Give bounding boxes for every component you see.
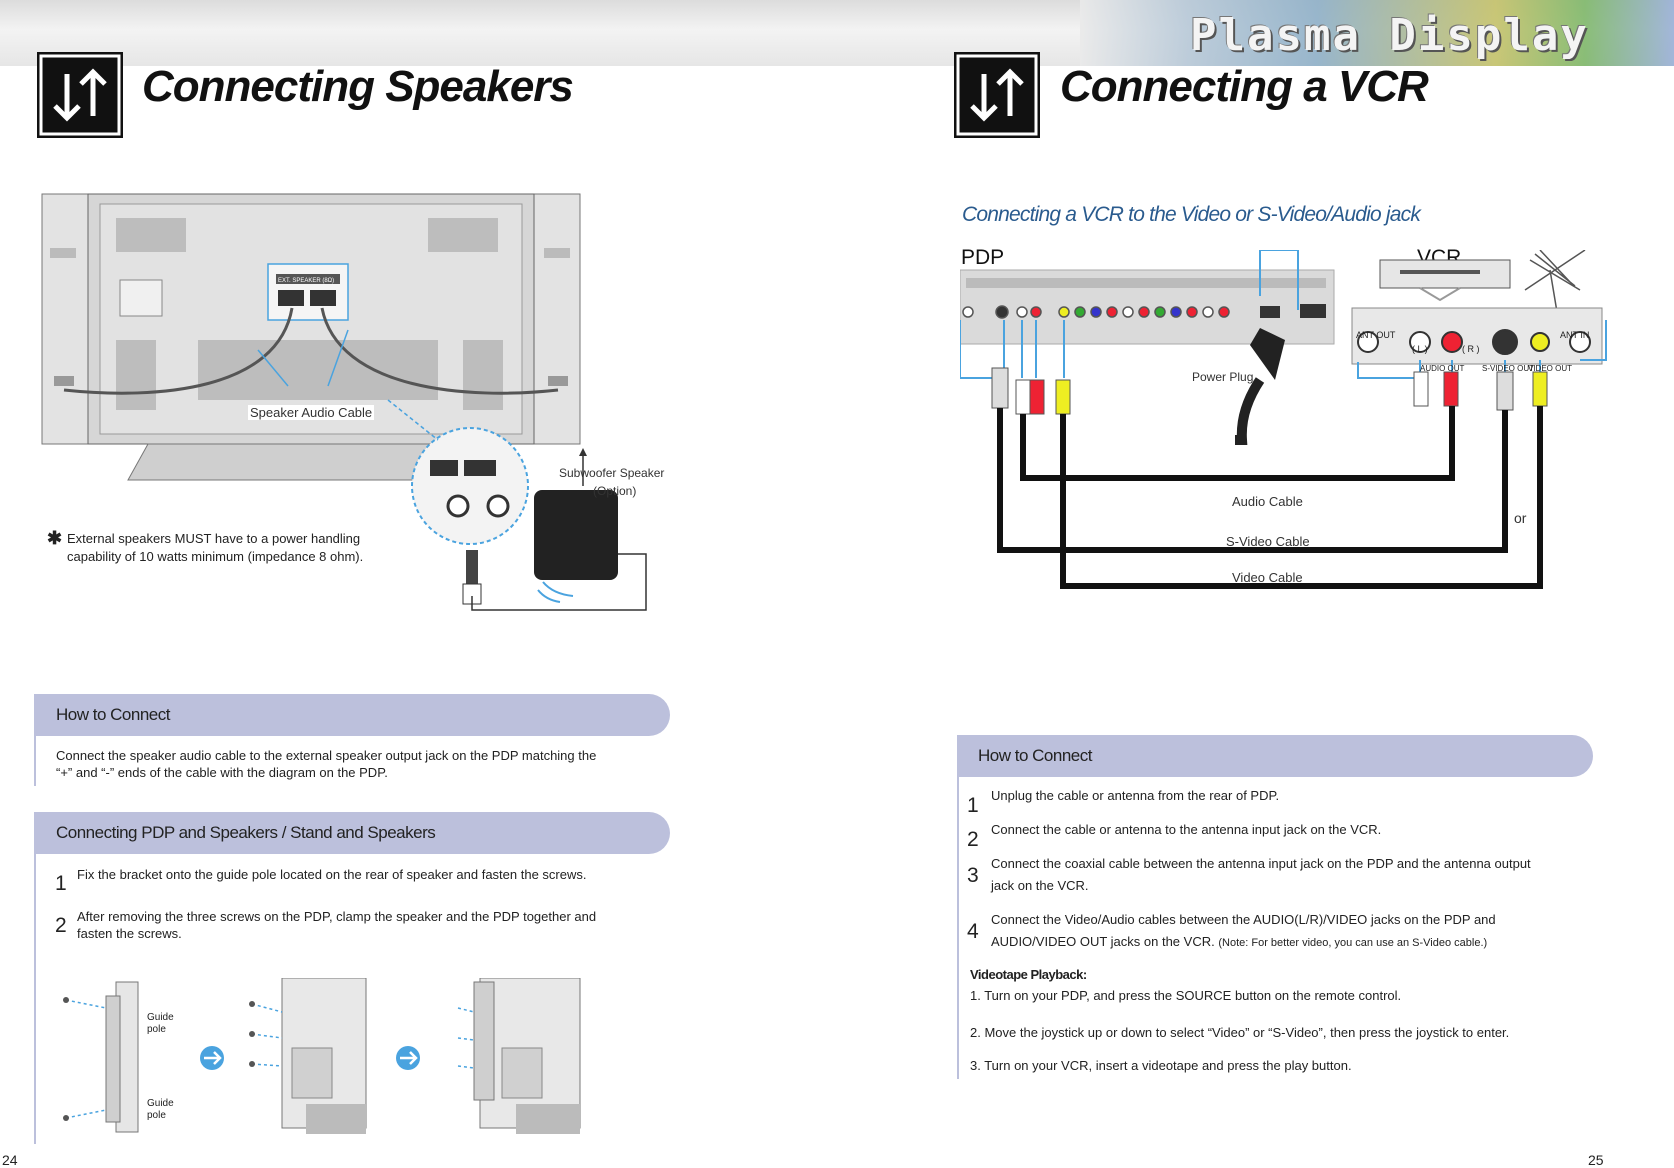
step-text: Connect the Video/Audio cables between t…: [991, 912, 1496, 927]
how-to-connect-header: [34, 694, 670, 736]
section-rule: [34, 854, 36, 1144]
or-label: or: [1512, 510, 1529, 526]
stand-section-title: Connecting PDP and Speakers / Stand and …: [56, 823, 436, 842]
step-text: Connect the coaxial cable between the an…: [991, 856, 1531, 871]
playback-step: 2. Move the joystick up or down to selec…: [970, 1025, 1510, 1040]
audio-cable-label: Audio Cable: [1232, 494, 1303, 509]
power-plug-label: Power Plug: [1192, 370, 1254, 384]
ant-in-label: ANT IN: [1560, 330, 1590, 340]
ant-out-label: ANT OUT: [1356, 330, 1396, 340]
stand-section-header: [34, 812, 670, 854]
audio-out-label: AUDIO OUT: [1420, 364, 1465, 373]
step-number: 1: [967, 794, 979, 817]
l-label: ( L ): [1412, 344, 1428, 354]
svideo-out-label: S-VIDEO OUT: [1482, 364, 1535, 373]
section-rule: [957, 777, 959, 1079]
guide-pole-label-line: pole: [147, 1110, 166, 1121]
swap-arrows-icon: [37, 52, 123, 138]
ext-speaker-jack-label: EXT. SPEAKER (8Ω): [278, 278, 334, 284]
page-title: Connecting Speakers: [142, 62, 574, 111]
subwoofer-label: Subwoofer Speaker: [559, 466, 665, 480]
page-number-right: 25: [1588, 1152, 1604, 1168]
playback-title: Videotape Playback:: [970, 967, 1087, 982]
how-to-connect-title: How to Connect: [56, 705, 170, 724]
swap-arrows-icon: [954, 52, 1040, 138]
video-cable-label: Video Cable: [1232, 570, 1303, 585]
step-text: After removing the three screws on the P…: [77, 909, 597, 924]
pdp-label: PDP: [961, 246, 1005, 269]
step-note: (Note: For better video, you can use an …: [1218, 937, 1488, 949]
step-number: 2: [55, 914, 67, 937]
svideo-cable-label: S-Video Cable: [1226, 534, 1310, 549]
playback-step: 3. Turn on your VCR, insert a videotape …: [970, 1058, 1352, 1073]
step-number: 1: [55, 872, 67, 895]
how-to-connect-header: [957, 735, 1593, 777]
section-subtitle: Connecting a VCR to the Video or S-Video…: [962, 203, 1421, 226]
page-title: Connecting a VCR: [1060, 62, 1429, 111]
speaker-audio-cable-label: Speaker Audio Cable: [248, 405, 375, 420]
video-out-label: VIDEO OUT: [1528, 364, 1573, 373]
guide-pole-label-line: Guide: [147, 1098, 174, 1109]
how-to-connect-title: How to Connect: [978, 746, 1092, 765]
guide-pole-label-line: pole: [147, 1024, 166, 1035]
bracket-assembly-diagram: [63, 978, 581, 1134]
page-number-left: 24: [2, 1152, 18, 1168]
playback-step: 1. Turn on your PDP, and press the SOURC…: [970, 988, 1402, 1003]
section-rule: [34, 736, 36, 786]
guide-pole-label-top: Guide pole: [147, 1012, 174, 1036]
step-text: Fix the bracket onto the guide pole loca…: [77, 867, 587, 882]
note-line-1: External speakers MUST have to a power h…: [67, 531, 361, 546]
r-label: ( R ): [1462, 344, 1480, 354]
step-number: 3: [967, 864, 979, 887]
step-text: Connect the cable or antenna to the ante…: [991, 822, 1382, 837]
guide-pole-label-line: Guide: [147, 1012, 174, 1023]
how-to-connect-line-2: “+” and “-” ends of the cable with the d…: [56, 765, 388, 780]
how-to-connect-line-1: Connect the speaker audio cable to the e…: [56, 748, 597, 763]
vcr-connection-diagram: [960, 250, 1607, 589]
guide-pole-label-bottom: Guide pole: [147, 1098, 174, 1122]
step-number: 2: [967, 828, 979, 851]
step-text: AUDIO/VIDEO OUT jacks on the VCR. (Note:…: [991, 931, 1487, 954]
step-number: 4: [967, 920, 979, 943]
step-text: fasten the screws.: [77, 926, 182, 941]
subwoofer-option-label: (Option): [593, 484, 637, 498]
step-text: jack on the VCR.: [991, 878, 1089, 893]
note-asterisk-icon: ✱: [47, 528, 63, 548]
step-text-main: AUDIO/VIDEO OUT jacks on the VCR.: [991, 934, 1215, 949]
step-text: Unplug the cable or antenna from the rea…: [991, 788, 1280, 803]
note-line-2: capability of 10 watts minimum (impedanc…: [67, 549, 364, 564]
speaker-connection-diagram: EXT. SPEAKER (8Ω): [41, 193, 647, 611]
brand-title: Plasma Display: [1190, 10, 1589, 61]
header-banner-image: [1080, 0, 1674, 66]
